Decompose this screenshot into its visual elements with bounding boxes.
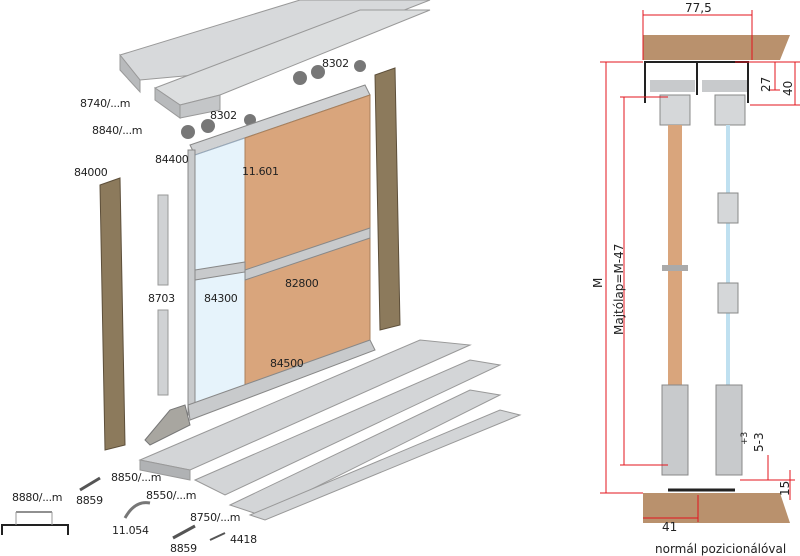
label-connector: 8703 xyxy=(148,292,175,305)
label-stopper-1: 8859 xyxy=(76,494,103,507)
label-track-3: 8750/...m xyxy=(190,511,241,524)
label-top-track-2: 8840/...m xyxy=(92,124,143,137)
label-screw: 4418 xyxy=(230,533,257,546)
track-section-8880 xyxy=(1,511,69,535)
section-caption: normál pozicionálóval xyxy=(655,542,787,556)
label-top-track: 8740/...m xyxy=(80,97,131,110)
dim-15: 15 xyxy=(778,480,792,496)
label-middle-profile: 84300 xyxy=(204,292,238,305)
dim-height-m: M xyxy=(591,277,605,288)
bottom-tracks xyxy=(138,339,522,521)
spring-11054-icon xyxy=(123,501,151,519)
label-side-profile: 84000 xyxy=(74,166,108,179)
stopper-8859-2-icon xyxy=(172,524,196,540)
side-profile-84000 xyxy=(99,177,126,451)
label-top-profile: 84400 xyxy=(155,153,189,166)
dimension-lines xyxy=(600,10,800,522)
label-glass: 11.601 xyxy=(242,165,279,178)
section-view xyxy=(643,35,790,523)
top-track-8840 xyxy=(153,9,431,119)
dim-tolerance: +3 xyxy=(740,431,750,445)
door-frame xyxy=(187,84,376,421)
dim-41: 41 xyxy=(662,520,678,534)
label-bottom-track: 8850/...m xyxy=(111,471,162,484)
dim-40: 40 xyxy=(781,80,795,96)
label-track-2: 8550/...m xyxy=(146,489,197,502)
label-stopper-2: 8859 xyxy=(170,542,197,555)
label-section-track: 8880/...m xyxy=(12,491,63,504)
dim-27: 27 xyxy=(759,76,773,92)
label-panel-divider: 82800 xyxy=(285,277,319,290)
label-roller-top: 8302 xyxy=(322,57,349,70)
roller-icon xyxy=(181,60,366,139)
side-profile-right xyxy=(374,67,401,331)
label-bottom-profile: 84500 xyxy=(270,357,304,370)
dim-width: 77,5 xyxy=(685,1,712,15)
connector-8703-lower xyxy=(157,309,169,396)
positioner-icon xyxy=(144,404,191,446)
dim-panel-height: Majtólap=M-47 xyxy=(612,243,626,335)
dim-tolerance-base: 5-3 xyxy=(752,432,766,452)
label-roller-left: 8302 xyxy=(210,109,237,122)
label-spring: 11.054 xyxy=(112,524,149,537)
screw-4418-icon xyxy=(209,532,226,541)
connector-8703 xyxy=(157,194,169,286)
stopper-8859-icon xyxy=(79,476,101,492)
